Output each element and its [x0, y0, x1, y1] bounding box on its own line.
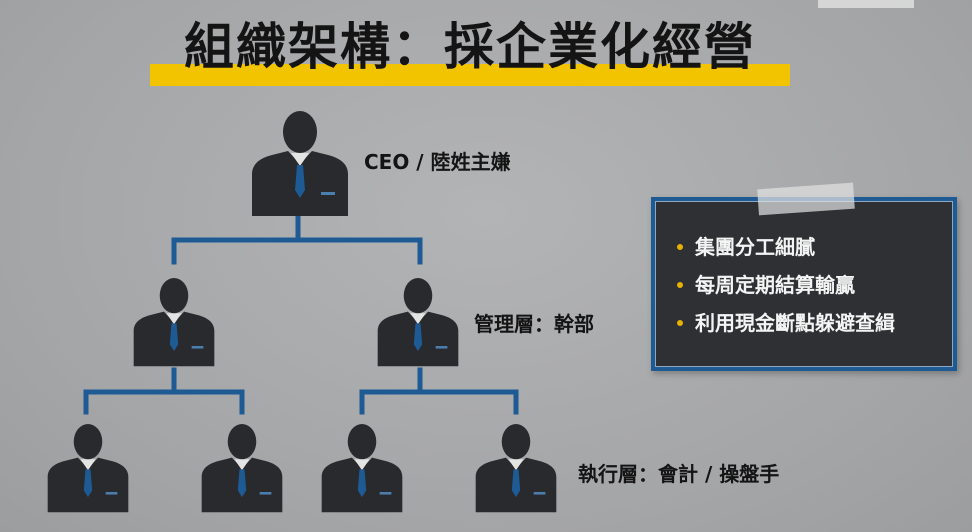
bullet-dot-icon	[677, 281, 683, 288]
bullet-dot-icon	[677, 243, 683, 250]
level-label-execution: 執行層：會計 / 操盤手	[578, 462, 780, 486]
level-label-ceo: CEO / 陸姓主嫌	[364, 150, 511, 174]
info-list-item: 每周定期結算輸贏	[677, 266, 953, 304]
page-title: 組織架構：採企業化經營	[184, 18, 756, 76]
info-list-item: 利用現金斷點躲避查緝	[677, 304, 953, 342]
person-manager-left-icon	[132, 272, 216, 368]
info-item-text: 集團分工細膩	[695, 235, 815, 259]
tape-top-strip	[818, 0, 914, 8]
person-staff-3-icon	[320, 418, 404, 514]
title-area: 組織架構：採企業化經營	[150, 14, 790, 86]
person-staff-4-icon	[474, 418, 558, 514]
person-ceo-icon	[248, 106, 352, 216]
connector-right-manager	[359, 367, 519, 415]
connector-left-manager	[83, 367, 245, 415]
info-panel: 集團分工細膩 每周定期結算輸贏 利用現金斷點躲避查緝	[651, 197, 957, 371]
info-item-text: 利用現金斷點躲避查緝	[695, 311, 895, 335]
level-label-management: 管理層：幹部	[474, 312, 594, 336]
info-list: 集團分工細膩 每周定期結算輸贏 利用現金斷點躲避查緝	[655, 201, 953, 342]
connector-ceo-to-managers	[171, 213, 423, 265]
title-highlight-bar	[150, 64, 790, 86]
person-staff-2-icon	[200, 418, 284, 514]
bullet-dot-icon	[677, 319, 683, 326]
person-staff-1-icon	[46, 418, 130, 514]
info-item-text: 每周定期結算輸贏	[695, 273, 855, 297]
person-manager-right-icon	[376, 272, 460, 368]
info-list-item: 集團分工細膩	[677, 228, 953, 266]
